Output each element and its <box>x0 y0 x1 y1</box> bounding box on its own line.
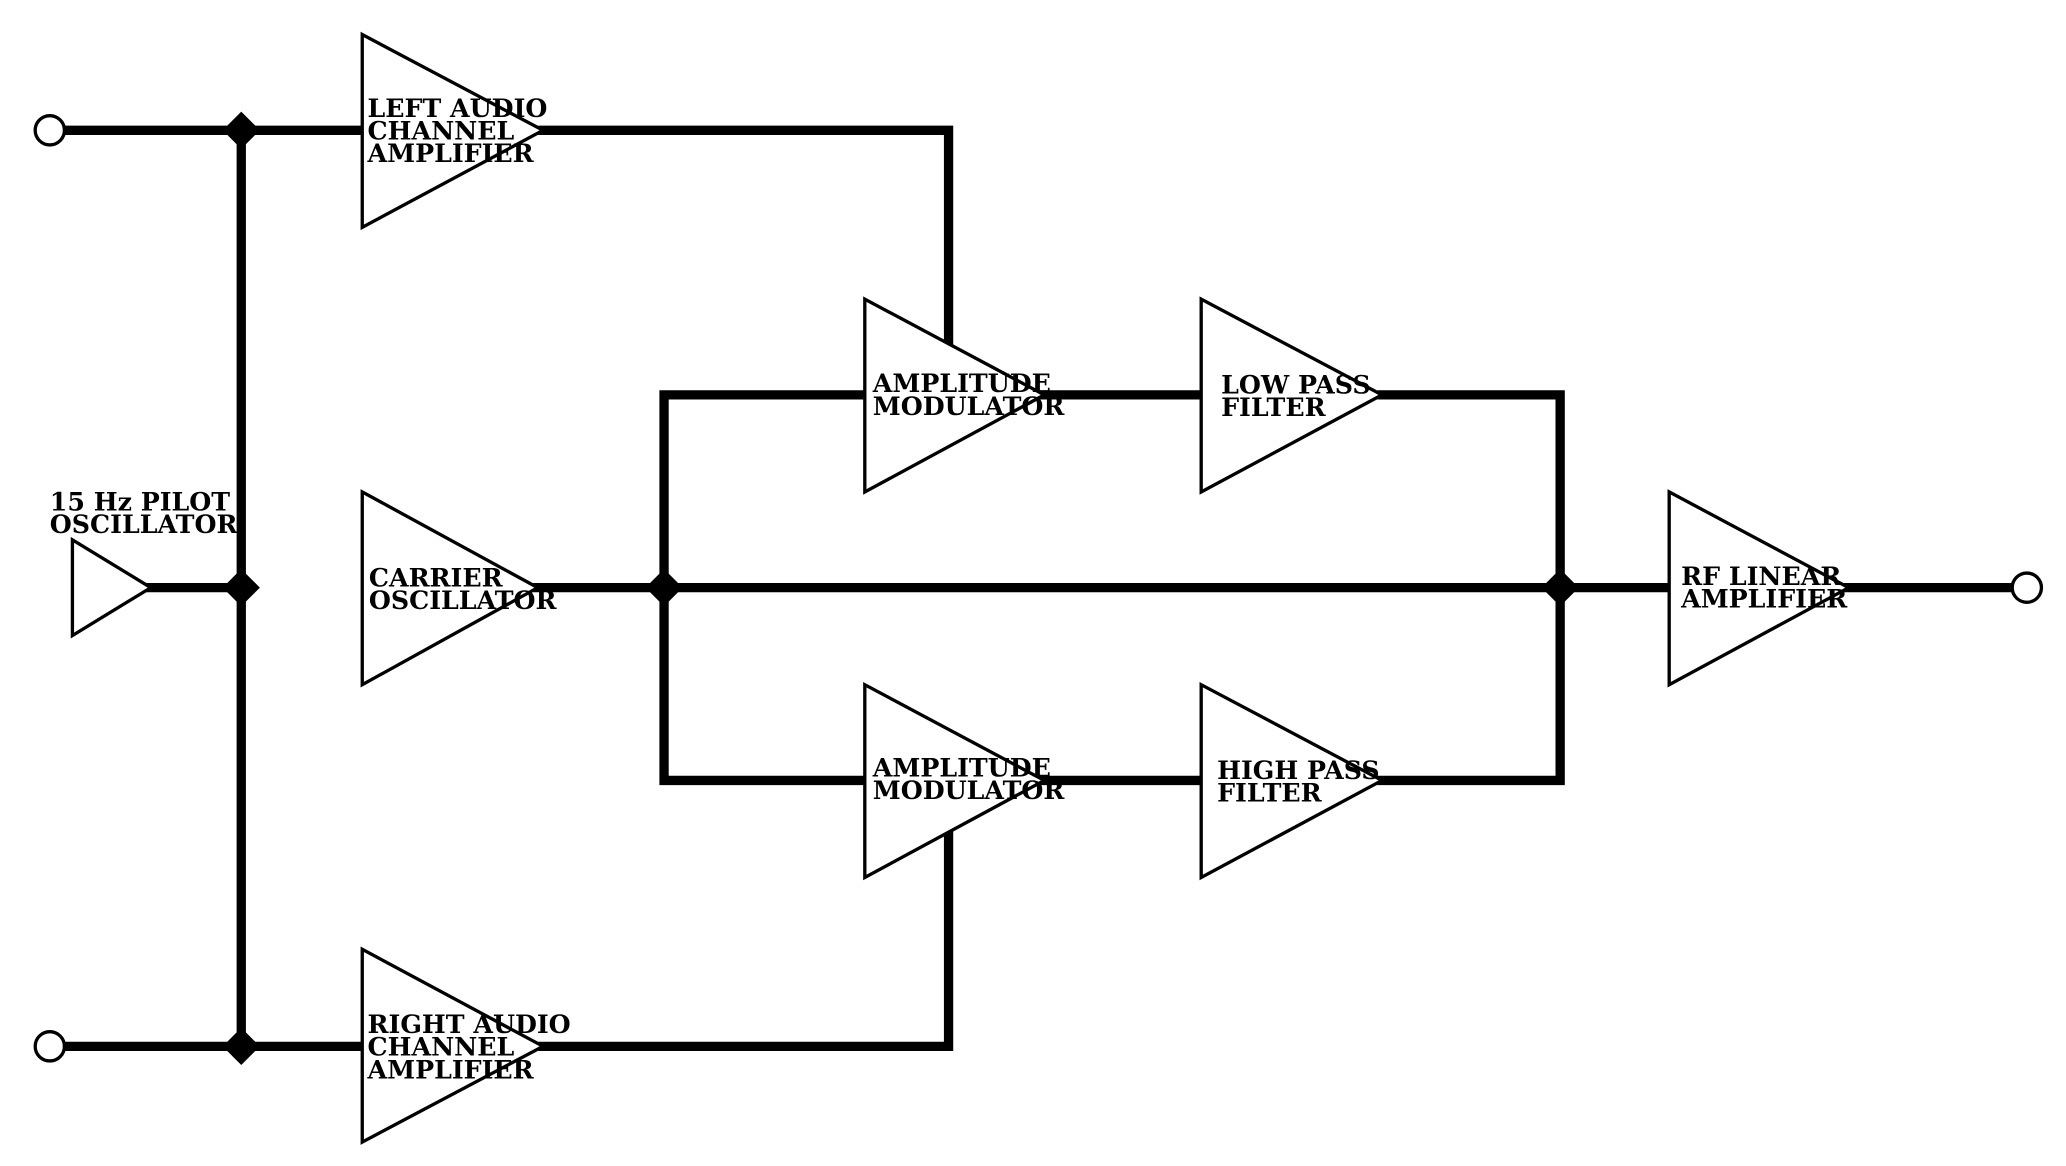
amplitude-modulator-bottom-block: AMPLITUDE MODULATOR <box>863 681 1066 881</box>
amplifier-triangle-symbol <box>1667 489 1853 688</box>
highpass-label-line1: HIGH PASS <box>1217 755 1380 785</box>
am-top-label-line2: MODULATOR <box>873 391 1066 421</box>
amplifier-triangle-symbol <box>1199 296 1386 495</box>
left-audio-label-line2: CHANNEL <box>368 116 515 146</box>
amplifier-triangle-symbol <box>360 946 547 1145</box>
high-pass-filter-block: HIGH PASS FILTER <box>1199 681 1386 881</box>
left-input-terminal <box>33 114 67 147</box>
junction-node <box>645 569 683 607</box>
right-audio-label-line2: CHANNEL <box>368 1032 515 1062</box>
lowpass-label-line2: FILTER <box>1221 392 1326 422</box>
pilot-oscillator-block: 15 Hz PILOT OSCILLATOR <box>50 487 239 639</box>
amplifier-triangle-symbol <box>360 31 547 231</box>
rf-output-terminal <box>2010 571 2044 604</box>
am-top-label-line1: AMPLITUDE <box>872 368 1051 398</box>
left-audio-label-line3: AMPLIFIER <box>367 138 535 168</box>
right-audio-amplifier-block: RIGHT AUDIO CHANNEL AMPLIFIER <box>360 946 571 1145</box>
amplifier-triangle-symbol <box>360 489 542 688</box>
highpass-label-line2: FILTER <box>1217 778 1322 808</box>
carrier-label-line1: CARRIER <box>369 562 504 592</box>
junctions <box>222 111 1579 1065</box>
left-audio-amplifier-block: LEFT AUDIO CHANNEL AMPLIFIER <box>360 31 548 231</box>
pilot-label-line2: OSCILLATOR <box>50 509 239 539</box>
junction-node <box>222 569 260 607</box>
junction-node <box>222 111 260 149</box>
carrier-oscillator-block: CARRIER OSCILLATOR <box>360 489 558 688</box>
am-bottom-label-line2: MODULATOR <box>873 775 1066 805</box>
rf-linear-amplifier-block: RF LINEAR AMPLIFIER <box>1667 489 1853 688</box>
low-pass-filter-block: LOW PASS FILTER <box>1199 296 1386 495</box>
lowpass-label-line1: LOW PASS <box>1221 370 1371 400</box>
pilot-label-line1: 15 Hz PILOT <box>50 487 230 517</box>
left-audio-label-line1: LEFT AUDIO <box>368 93 548 123</box>
right-input-terminal <box>33 1030 67 1063</box>
junction-node <box>222 1027 260 1065</box>
amplifier-triangle-symbol <box>1199 681 1386 881</box>
am-bottom-label-line1: AMPLITUDE <box>872 752 1051 782</box>
junction-node <box>1541 569 1579 607</box>
rf-label-line2: AMPLIFIER <box>1680 584 1848 614</box>
right-audio-label-line3: AMPLIFIER <box>367 1054 535 1084</box>
amplitude-modulator-top-block: AMPLITUDE MODULATOR <box>863 296 1066 495</box>
rf-label-line1: RF LINEAR <box>1681 561 1842 591</box>
carrier-label-line2: OSCILLATOR <box>369 585 558 615</box>
amplifier-triangle-symbol <box>863 681 1048 881</box>
amplifier-triangle-symbol <box>70 536 155 639</box>
right-audio-label-line1: RIGHT AUDIO <box>368 1009 571 1039</box>
amplifier-triangle-symbol <box>863 296 1048 495</box>
